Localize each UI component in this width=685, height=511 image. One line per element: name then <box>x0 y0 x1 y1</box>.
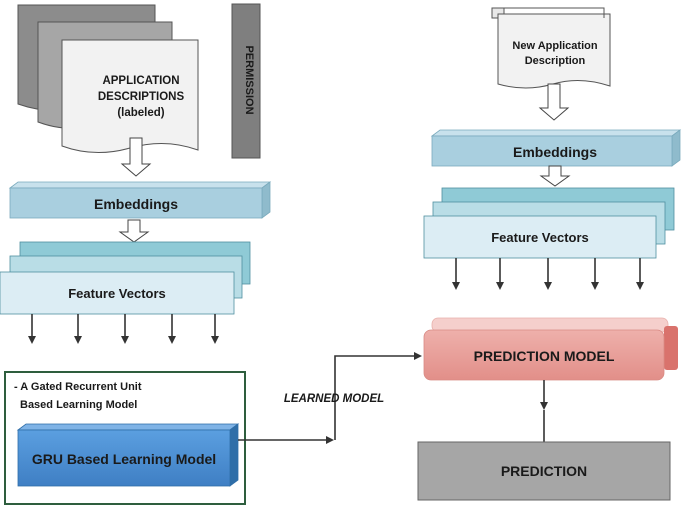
new-application-document: New Application Description <box>491 7 611 89</box>
embeddings-box-right: Embeddings <box>430 129 682 167</box>
feature-arrows-right <box>452 258 644 290</box>
model-desc-line1: - A Gated Recurrent Unit <box>14 381 142 393</box>
permission-bar: PERMISSION <box>231 3 261 159</box>
hollow-arrow-embeddings-to-features <box>118 219 150 243</box>
connector-line-upper <box>334 352 422 440</box>
prediction-model-label: PREDICTION MODEL <box>474 348 615 364</box>
gru-learning-model-box: GRU Based Learning Model <box>16 423 240 487</box>
gru-label: GRU Based Learning Model <box>32 451 216 467</box>
doc-label-line2: DESCRIPTIONS <box>98 91 185 103</box>
model-desc-line2: Based Learning Model <box>20 399 137 411</box>
hollow-arrow-doc-to-embeddings <box>120 137 152 177</box>
learned-model-label: LEARNED MODEL <box>284 393 384 405</box>
hollow-arrow-embeddings-to-features-right <box>539 165 571 187</box>
hollow-arrow-new-doc-to-embeddings <box>538 83 570 121</box>
doc-label-line1: APPLICATION <box>102 75 179 87</box>
embeddings-label-right: Embeddings <box>513 144 597 160</box>
application-descriptions-stack: APPLICATION DESCRIPTIONS (labeled) <box>17 4 199 154</box>
embeddings-label-left: Embeddings <box>94 196 178 212</box>
embeddings-box-left: Embeddings <box>8 181 272 219</box>
prediction-label: PREDICTION <box>501 463 587 479</box>
learned-model-connector <box>238 352 422 444</box>
feature-vectors-label-left: Feature Vectors <box>68 286 166 301</box>
feature-vectors-stack-left: Feature Vectors <box>0 241 251 315</box>
doc-label-line3: (labeled) <box>117 107 164 119</box>
new-doc-label-line1: New Application <box>512 40 597 52</box>
feature-vectors-stack-right: Feature Vectors <box>423 187 675 259</box>
feature-vectors-label-right: Feature Vectors <box>491 230 589 245</box>
feature-arrows-left <box>28 314 219 344</box>
new-doc-label-line2: Description <box>525 55 586 67</box>
prediction-box: PREDICTION <box>417 441 671 501</box>
permission-label: PERMISSION <box>243 45 255 114</box>
prediction-model-box: PREDICTION MODEL <box>423 317 678 381</box>
